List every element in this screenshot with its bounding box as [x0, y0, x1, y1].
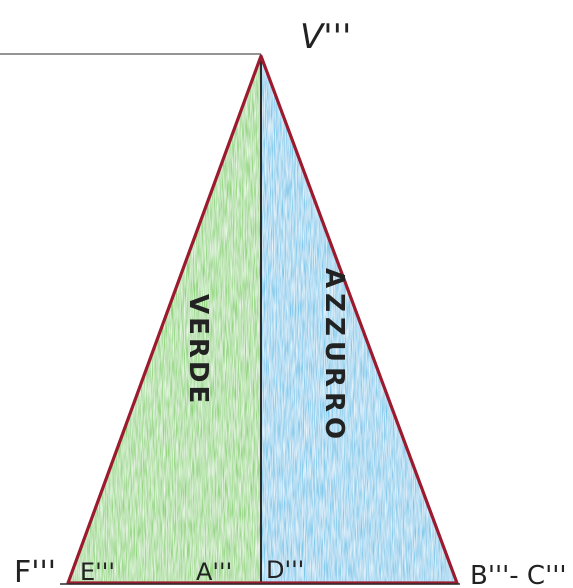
- label-b-c: B'''- C''': [470, 561, 567, 588]
- vertex-label: V''': [300, 17, 351, 57]
- triangle-outline: [66, 54, 459, 585]
- label-f: F''': [14, 555, 56, 588]
- label-d: D''': [266, 556, 304, 584]
- label-a: A''': [196, 558, 232, 586]
- left-region-label: VERDE: [183, 294, 213, 406]
- label-e: E''': [80, 558, 115, 586]
- right-region-label: AZZURRO: [319, 268, 349, 444]
